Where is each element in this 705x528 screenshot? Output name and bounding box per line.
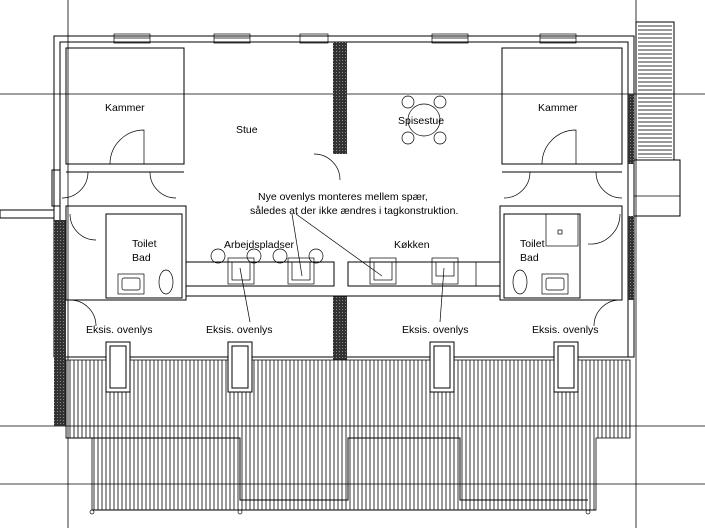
skylight-label-2: Eksis. ovenlys [206,324,273,336]
labels: Kammer Stue Spisestue Kammer Nye ovenlys… [86,102,599,336]
room-label-toilet-left: Toilet [132,238,157,250]
room-label-spisestue: Spisestue [398,115,444,127]
note-line-1: Nye ovenlys monteres mellem spær, [258,191,428,203]
top-windows [113,33,577,44]
staircase [635,21,675,161]
interior-walls [65,47,623,301]
room-label-bad-right: Bad [520,252,539,264]
room-label-stue: Stue [236,124,258,136]
room-label-kammer-right: Kammer [538,102,578,114]
room-label-arbejdspladser: Arbejdspladser [224,239,295,251]
doors [61,129,623,327]
dining-table [401,95,447,145]
hatched-walls [54,42,634,426]
room-label-kammer-left: Kammer [105,102,145,114]
skylight-label-4: Eksis. ovenlys [532,324,599,336]
leader-lines [239,213,445,323]
room-label-toilet-right: Toilet [520,238,545,250]
room-label-bad-left: Bad [132,252,151,264]
room-label-koekken: Køkken [394,239,430,251]
skylight-label-1: Eksis. ovenlys [86,324,153,336]
skylight-label-3: Eksis. ovenlys [402,324,469,336]
roof-decking [65,341,631,515]
note-line-2: således at der ikke ændres i tagkonstruk… [250,205,458,217]
fixtures [117,213,579,295]
